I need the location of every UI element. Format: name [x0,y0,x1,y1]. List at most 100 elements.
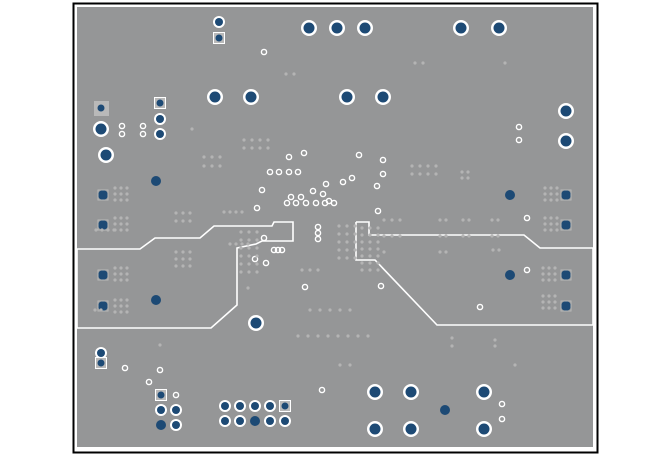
faint-via [368,233,372,237]
faint-via [234,210,238,214]
pad-drill [405,386,417,398]
faint-via [496,234,500,238]
faint-via [113,198,117,202]
pad-drill [97,104,105,112]
faint-via [113,192,117,196]
drill-hole [98,190,108,200]
via [139,122,147,130]
faint-via [181,211,185,215]
via [312,199,320,207]
faint-via [434,164,438,168]
faint-via [366,334,370,338]
pad-drill [209,91,221,103]
faint-via [326,334,330,338]
faint-via [113,266,117,270]
via [285,153,293,161]
faint-via [188,250,192,254]
faint-via [174,264,178,268]
faint-via [113,304,117,308]
faint-via [360,226,364,230]
faint-via [353,240,357,244]
pad-drill [560,105,572,117]
drill-hole [561,220,571,230]
drill-hole [505,270,515,280]
via [330,199,338,207]
faint-via [553,266,557,270]
faint-via [119,310,123,314]
faint-via [113,222,117,226]
faint-via [242,146,246,150]
via [275,168,283,176]
faint-via [239,230,243,234]
square-pad-outline [97,269,109,281]
faint-via [99,308,103,312]
faint-via [493,338,497,342]
faint-via [222,210,226,214]
faint-via [368,254,372,258]
faint-via [228,210,232,214]
faint-via [543,192,547,196]
via [301,283,309,291]
faint-via [284,72,288,76]
faint-via [543,198,547,202]
via [253,204,261,212]
faint-via [93,308,97,312]
faint-via [360,261,364,265]
faint-via [181,257,185,261]
faint-via [242,138,246,142]
faint-via [125,186,129,190]
pad-drill [493,22,505,34]
faint-via [240,242,244,246]
pad-drill [560,135,572,147]
faint-via [308,268,312,272]
via [260,48,268,56]
faint-via [549,186,553,190]
faint-via [174,250,178,254]
faint-via [113,272,117,276]
faint-via [493,344,497,348]
faint-via [543,216,547,220]
faint-via [410,164,414,168]
faint-via [543,228,547,232]
faint-via [246,286,250,290]
faint-via [328,308,332,312]
faint-via [337,240,341,244]
faint-via [125,228,129,232]
faint-via [444,234,448,238]
pad-drill [266,417,274,425]
drill-hole [250,416,260,426]
faint-via [113,278,117,282]
faint-via [188,257,192,261]
faint-via [255,230,259,234]
faint-via [549,198,553,202]
via [339,178,347,186]
pad-drill [172,406,180,414]
faint-via [360,233,364,237]
faint-via [258,138,262,142]
faint-via [316,334,320,338]
pad-drill [455,22,467,34]
faint-via [438,250,442,254]
via [145,378,153,386]
faint-via [368,247,372,251]
faint-via [382,234,386,238]
faint-via [491,248,495,252]
faint-via [376,261,380,265]
faint-via [490,218,494,222]
faint-via [174,219,178,223]
faint-via [239,254,243,258]
drill-hole [505,190,515,200]
pad-drill [157,391,165,399]
copper-outline-right [355,221,594,326]
faint-via [348,308,352,312]
faint-via [368,240,372,244]
faint-via [113,310,117,314]
faint-via [210,164,214,168]
faint-via [444,218,448,222]
via [314,229,322,237]
faint-via [360,240,364,244]
pad-drill [97,349,105,357]
faint-via [345,240,349,244]
faint-via [234,242,238,246]
via [266,168,274,176]
